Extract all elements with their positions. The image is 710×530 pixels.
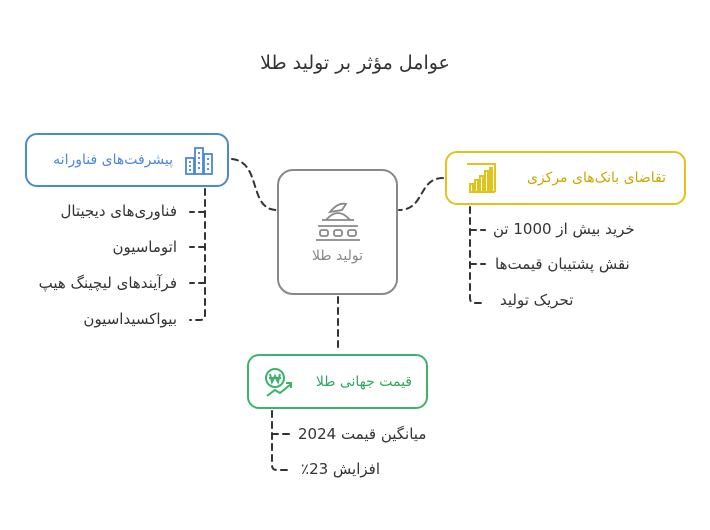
tech-item-3: فرآیندهای لیچینگ هیپ — [38, 274, 177, 292]
currency-growth-icon — [263, 366, 295, 398]
connector-tech-items — [189, 188, 206, 321]
bar-chart-icon — [465, 162, 497, 194]
price-item-1: میانگین قیمت 2024 — [298, 425, 427, 443]
global-gold-price-box: قیمت جهانی طلا — [247, 354, 428, 409]
price-item-2: افزایش 23٪ — [301, 460, 381, 478]
tech-item-1: فناوری‌های دیجیتال — [60, 202, 177, 220]
tech-advances-box: پیشرفت‌های فناورانه — [25, 133, 229, 187]
central-bank-demand-label: تقاضای بانک‌های مرکزی — [526, 170, 666, 186]
bank-item-3: تحریک تولید — [500, 291, 574, 309]
global-gold-price-label: قیمت جهانی طلا — [315, 373, 412, 390]
bank-item-2: نقش پشتیبان قیمت‌ها — [495, 255, 630, 273]
bank-item-1: خرید بیش از 1000 تن — [493, 220, 635, 238]
connector-bank-center — [398, 177, 444, 211]
connector-price-items — [271, 410, 291, 471]
tech-item-2: اتوماسیون — [112, 238, 177, 256]
gold-production-box: تولید طلا — [277, 169, 398, 295]
central-bank-demand-box: تقاضای بانک‌های مرکزی — [445, 151, 686, 205]
connector-tech-center — [231, 158, 278, 211]
gold-production-label: تولید طلا — [312, 248, 363, 264]
city-buildings-icon — [183, 144, 215, 176]
tech-item-4: بیواکسیداسیون — [83, 310, 177, 328]
connector-bank-items — [469, 206, 486, 304]
tech-advances-label: پیشرفت‌های فناورانه — [53, 152, 173, 168]
gold-factory-icon — [314, 200, 362, 242]
diagram-title: عوامل مؤثر بر تولید طلا — [260, 52, 450, 74]
